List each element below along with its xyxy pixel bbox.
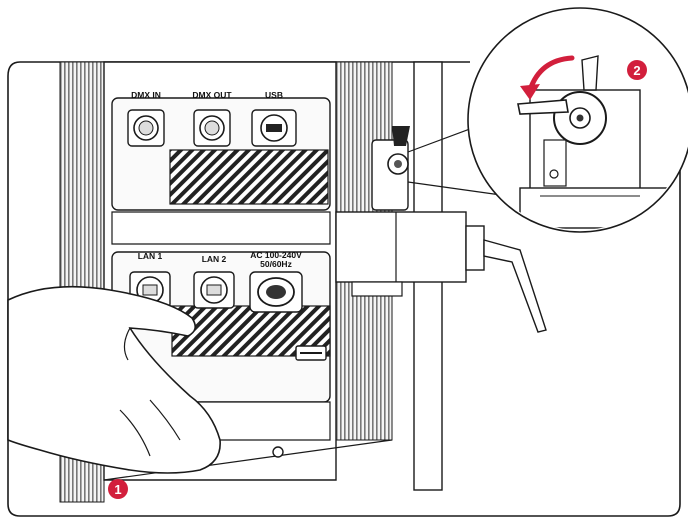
lock-lever-icon: [517, 99, 569, 115]
step-1-number: 1: [114, 482, 121, 497]
lan2-connector-icon: [193, 271, 235, 309]
bottom-connectors: [129, 271, 303, 313]
usb-label: USB: [265, 90, 283, 100]
top-connectors: [127, 109, 297, 147]
upper-vent: [169, 149, 329, 205]
dmx-in-label: DMX IN: [131, 90, 161, 100]
lan1-label: LAN 1: [138, 251, 163, 261]
dmx-in-connector-icon: [127, 109, 165, 147]
dmx-out-label: DMX OUT: [192, 90, 232, 100]
ac-power-connector-icon: [249, 271, 303, 313]
magnified-detail-circle: [467, 7, 688, 233]
ac-voltage-label: AC 100-240V: [250, 250, 302, 260]
hand-illustration: [7, 285, 221, 474]
screw-icon: [272, 446, 284, 458]
lan2-label: LAN 2: [202, 254, 227, 264]
ac-frequency-label: 50/60Hz: [260, 259, 292, 269]
frame-border: [7, 61, 681, 517]
dmx-out-connector-icon: [193, 109, 231, 147]
mounting-clamp: [335, 126, 547, 333]
clamp-handle-icon: [483, 239, 547, 333]
step-2-number: 2: [633, 63, 640, 78]
usb-connector-icon: [251, 109, 297, 147]
step-marker-2: 2: [627, 60, 647, 80]
step-marker-1: 1: [108, 479, 128, 499]
